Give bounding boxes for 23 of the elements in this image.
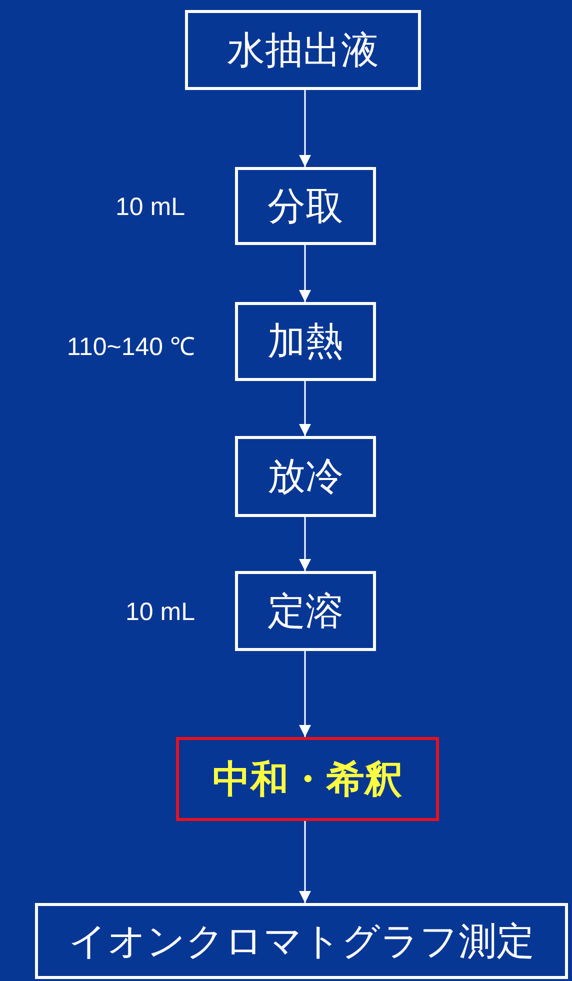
step-box [235, 436, 376, 517]
arrow [299, 821, 311, 903]
arrow [299, 90, 311, 167]
arrow [299, 245, 311, 302]
step-label: イオンクロマトグラフ測定 [68, 918, 534, 964]
step-label: 分取 [268, 182, 344, 230]
step-box [235, 167, 376, 245]
arrow [299, 381, 311, 436]
step-label: 定溶 [268, 588, 344, 634]
step-label: 水抽出液 [227, 26, 379, 74]
step-box [35, 903, 568, 979]
condition-label: 10 mL [126, 598, 195, 627]
condition-label: 110~140 ℃ [66, 332, 195, 362]
step-box [176, 737, 439, 821]
arrow [299, 651, 311, 737]
step-box [235, 302, 376, 381]
arrow [299, 517, 311, 571]
step-box [185, 10, 421, 90]
condition-label: 10 mL [116, 193, 185, 222]
step-label: 加熱 [268, 318, 344, 365]
step-label: 中和・希釈 [212, 756, 402, 802]
step-label: 放冷 [268, 453, 344, 500]
step-box [235, 571, 376, 651]
